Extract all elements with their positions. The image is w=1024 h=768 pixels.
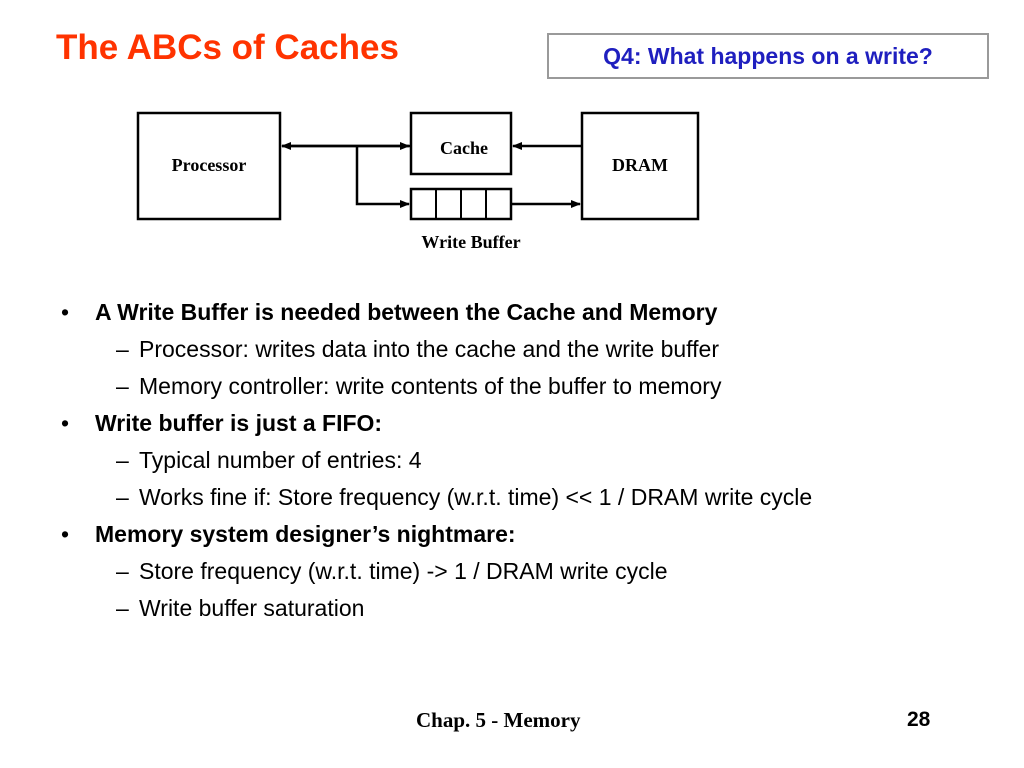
dash-marker: – bbox=[116, 484, 129, 510]
dash-marker: – bbox=[116, 595, 129, 621]
sub-bullet-item: –Works fine if: Store frequency (w.r.t. … bbox=[58, 482, 958, 512]
processor-box bbox=[136, 111, 282, 221]
processor-label: Processor bbox=[172, 155, 247, 175]
sub-bullet-text: Processor: writes data into the cache an… bbox=[139, 336, 719, 362]
dram-box bbox=[580, 111, 700, 221]
bullet-list: A Write Buffer is needed between the Cac… bbox=[58, 290, 958, 623]
sub-bullet-item: –Write buffer saturation bbox=[58, 593, 958, 623]
sub-bullet-item: –Memory controller: write contents of th… bbox=[58, 371, 958, 401]
dash-marker: – bbox=[116, 336, 129, 362]
dash-marker: – bbox=[116, 447, 129, 473]
dash-marker: – bbox=[116, 373, 129, 399]
footer-page-number: 28 bbox=[907, 708, 931, 731]
sub-bullet-text: Store frequency (w.r.t. time) -> 1 / DRA… bbox=[139, 558, 668, 584]
sub-bullet-item: –Processor: writes data into the cache a… bbox=[58, 334, 958, 364]
write-buffer-label: Write Buffer bbox=[421, 232, 520, 252]
bullet-text: A Write Buffer is needed between the Cac… bbox=[95, 299, 718, 325]
sub-bullet-text: Typical number of entries: 4 bbox=[139, 447, 422, 473]
bullet-text: Write buffer is just a FIFO: bbox=[95, 410, 383, 436]
question-text: Q4: What happens on a write? bbox=[603, 42, 933, 69]
bullet-item: Write buffer is just a FIFO: bbox=[58, 408, 958, 438]
dram-label: DRAM bbox=[612, 155, 668, 175]
footer-chapter: Chap. 5 - Memory bbox=[416, 708, 581, 732]
cache-label: Cache bbox=[440, 138, 488, 158]
processor-to-write-buffer-arrow bbox=[355, 146, 410, 208]
cache-box bbox=[409, 111, 513, 176]
write-buffer bbox=[409, 187, 513, 221]
slide-title: The ABCs of Caches bbox=[56, 28, 399, 67]
sub-bullet-item: –Typical number of entries: 4 bbox=[58, 445, 958, 475]
question-box: Q4: What happens on a write? bbox=[547, 33, 989, 79]
bullet-text: Memory system designer’s nightmare: bbox=[95, 521, 516, 547]
dash-marker: – bbox=[116, 558, 129, 584]
sub-bullet-item: –Store frequency (w.r.t. time) -> 1 / DR… bbox=[58, 556, 958, 586]
sub-bullet-text: Write buffer saturation bbox=[139, 595, 365, 621]
bullet-item: A Write Buffer is needed between the Cac… bbox=[58, 297, 958, 327]
sub-bullet-text: Memory controller: write contents of the… bbox=[139, 373, 722, 399]
sub-bullet-text: Works fine if: Store frequency (w.r.t. t… bbox=[139, 484, 813, 510]
bullet-item: Memory system designer’s nightmare: bbox=[58, 519, 958, 549]
